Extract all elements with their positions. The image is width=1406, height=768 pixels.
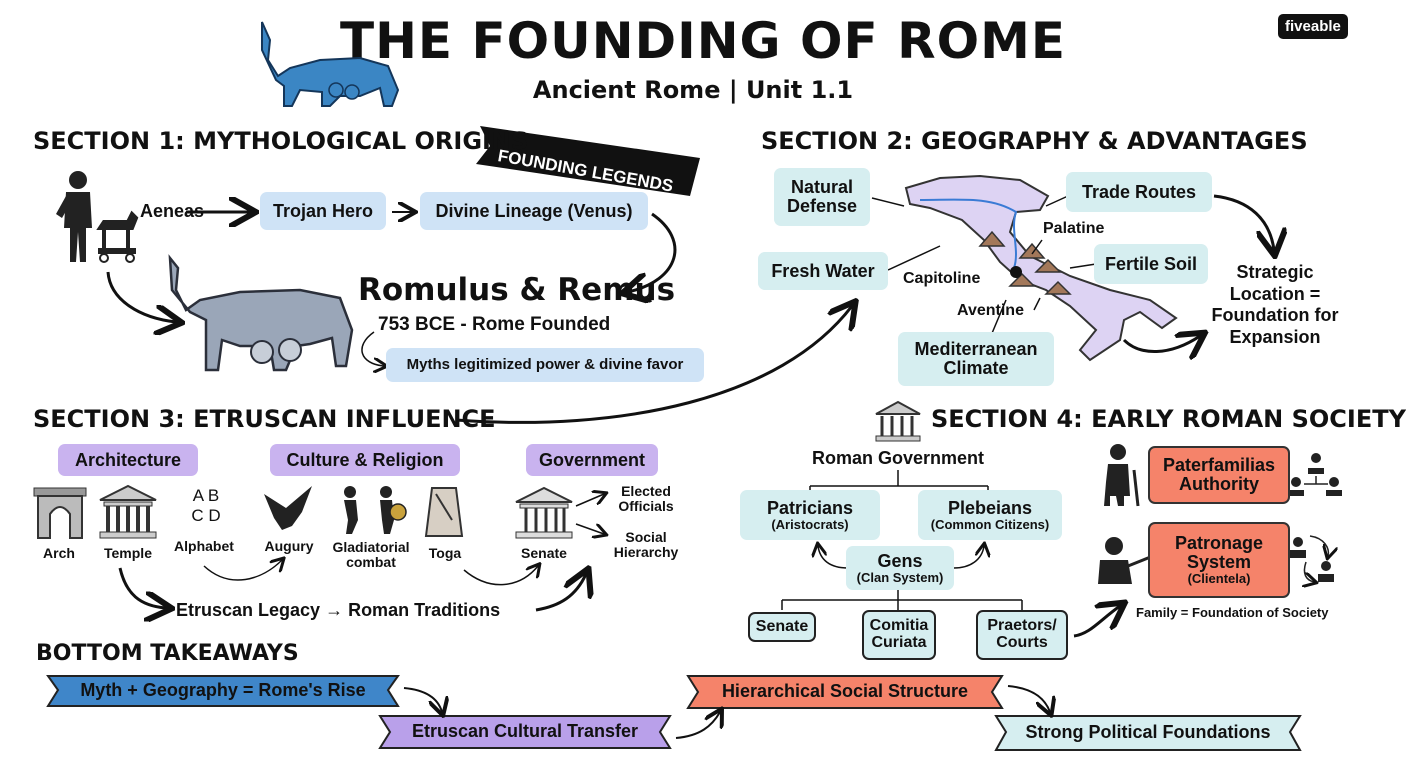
- takeaway-hierarchical-structure: Hierarchical Social Structure: [721, 681, 969, 701]
- myths-legitimized-box: Myths legitimized power & divine favor: [386, 348, 704, 382]
- romulus-remus-title: Romulus & Remus: [358, 272, 676, 308]
- gens-sublabel: (Clan System): [856, 569, 944, 585]
- praetors-courts-box: Praetors/ Courts: [976, 610, 1068, 660]
- senate-box: Senate: [748, 612, 816, 642]
- page-title: THE FOUNDING OF ROME: [339, 12, 1066, 70]
- senate-label: Senate: [521, 545, 567, 561]
- plebeians-box: Plebeians (Common Citizens): [918, 490, 1062, 540]
- rome-founded-date: 753 BCE - Rome Founded: [378, 314, 611, 335]
- trojan-hero-box: Trojan Hero: [260, 192, 386, 230]
- divine-lineage-box: Divine Lineage (Venus): [420, 192, 648, 230]
- aventine-label: Aventine: [957, 302, 1024, 319]
- fresh-water-box: Fresh Water: [758, 252, 888, 290]
- family-foundation-text: Family = Foundation of Society: [1136, 605, 1329, 620]
- mediterranean-climate-box: Mediterranean Climate: [898, 332, 1054, 386]
- patronage-label: Patronage System: [1174, 533, 1264, 573]
- palatine-label: Palatine: [1043, 220, 1105, 237]
- section4-heading: SECTION 4: EARLY ROMAN SOCIETY: [931, 405, 1406, 433]
- gladiators-icon: [344, 486, 407, 534]
- gladiatorial-label: Gladiatorial combat: [332, 539, 410, 571]
- family-tree-icon: [1288, 453, 1342, 496]
- toga-icon: [424, 487, 464, 537]
- capitoline-label: Capitoline: [903, 270, 981, 287]
- gens-label: Gens: [877, 550, 923, 571]
- gens-box: Gens (Clan System): [846, 546, 954, 590]
- takeaway-political-foundations: Strong Political Foundations: [1025, 722, 1271, 742]
- temple-label: Temple: [104, 545, 152, 561]
- plebeians-label: Plebeians: [947, 497, 1033, 518]
- capitoline-wolf-icon: [168, 254, 354, 372]
- takeaways-heading: BOTTOM TAKEAWAYS: [36, 641, 299, 666]
- eagle-icon: [264, 486, 312, 530]
- section1-heading: SECTION 1: MYTHOLOGICAL ORIGINS: [33, 127, 529, 155]
- aeneas-label: Aeneas: [140, 201, 205, 221]
- page-subtitle: Ancient Rome | Unit 1.1: [532, 76, 854, 104]
- alphabet-label: Alphabet: [174, 538, 234, 554]
- fertile-soil-box: Fertile Soil: [1094, 244, 1208, 284]
- fiveable-logo: fiveable: [1278, 14, 1348, 39]
- elected-officials-label: Elected Officials: [618, 483, 674, 515]
- alphabet-letters: A B C D: [191, 486, 221, 526]
- italy-map: [904, 174, 1178, 362]
- clients-icon: [1290, 535, 1334, 582]
- social-hierarchy-label: Social Hierarchy: [613, 529, 679, 561]
- comitia-curiata-box: Comitia Curiata: [862, 610, 936, 660]
- government-tag: Government: [526, 444, 658, 476]
- section2-heading: SECTION 2: GEOGRAPHY & ADVANTAGES: [761, 127, 1308, 155]
- augury-label: Augury: [264, 538, 314, 554]
- she-wolf-icon: [261, 21, 400, 107]
- arch-icon: [33, 487, 87, 539]
- government-building-icon: [875, 400, 921, 442]
- patricians-sublabel: (Aristocrats): [771, 516, 849, 532]
- founding-legends-banner: [476, 126, 700, 196]
- arch-label: Arch: [43, 545, 75, 561]
- section3-heading: SECTION 3: ETRUSCAN INFLUENCE: [33, 405, 496, 433]
- senate-building-icon: [515, 486, 573, 539]
- natural-defense-box: Natural Defense: [774, 168, 870, 226]
- strategic-location-text: Strategic Location = Foundation for Expa…: [1211, 262, 1339, 347]
- patricians-label: Patricians: [766, 497, 854, 518]
- aeneas-person-icon: [56, 171, 92, 262]
- roman-government-label: Roman Government: [811, 448, 985, 468]
- patricians-box: Patricians (Aristocrats): [740, 490, 880, 540]
- trade-routes-box: Trade Routes: [1066, 172, 1212, 212]
- trojan-horse-icon: [96, 210, 139, 263]
- elder-with-cane-icon: [1104, 444, 1140, 507]
- patronage-box: Patronage System (Clientela): [1148, 522, 1290, 598]
- culture-religion-tag: Culture & Religion: [270, 444, 460, 476]
- takeaway-myth-geography: Myth + Geography = Rome's Rise: [80, 680, 366, 700]
- patron-speaker-icon: [1098, 537, 1159, 584]
- etruscan-legacy-text: Etruscan Legacy → Roman Traditions: [176, 600, 501, 620]
- architecture-tag: Architecture: [58, 444, 198, 476]
- toga-label: Toga: [428, 545, 462, 561]
- patronage-sublabel: (Clientela): [1187, 571, 1251, 587]
- plebeians-sublabel: (Common Citizens): [930, 516, 1050, 532]
- takeaway-etruscan-transfer: Etruscan Cultural Transfer: [411, 721, 639, 741]
- temple-icon: [99, 484, 157, 539]
- paterfamilias-box: Paterfamilias Authority: [1148, 446, 1290, 504]
- diagram-canvas: [33, 21, 1342, 751]
